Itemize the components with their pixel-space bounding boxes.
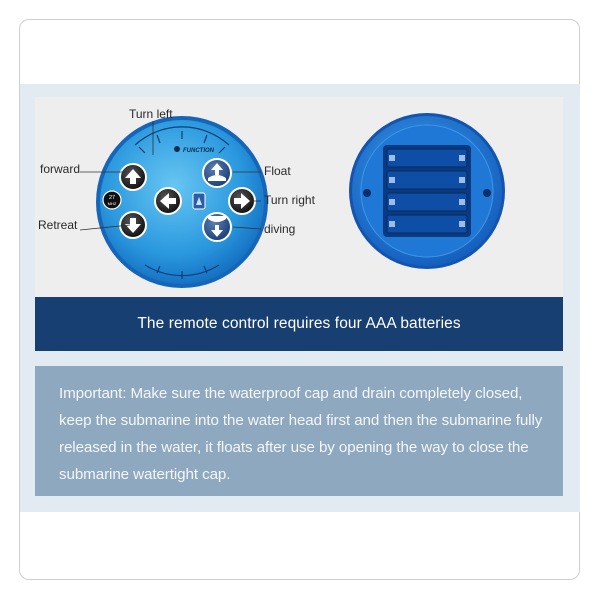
center-indicator: [192, 192, 206, 210]
callout-retreat: Retreat: [38, 218, 78, 232]
down-arrow-icon: [125, 218, 141, 233]
right-arrow-icon: [234, 193, 250, 209]
frequency-unit: MHZ: [108, 201, 117, 206]
float-icon: [208, 163, 226, 181]
left-arrow-icon: [160, 193, 176, 209]
dive-icon: [208, 216, 226, 237]
float-button[interactable]: [202, 158, 232, 188]
callout-diving: diving: [264, 222, 296, 236]
banner-text: The remote control requires four AAA bat…: [137, 315, 461, 332]
turn-left-button[interactable]: [154, 187, 182, 215]
callout-turn-left: Turn left: [129, 107, 173, 121]
battery-requirement-banner: The remote control requires four AAA bat…: [35, 297, 563, 351]
function-icon: [174, 146, 180, 152]
note-text: Important: Make sure the waterproof cap …: [59, 385, 543, 483]
forward-button[interactable]: [119, 163, 147, 191]
callout-turn-right: Turn right: [264, 193, 315, 207]
up-arrow-icon: [125, 169, 141, 184]
diving-button[interactable]: [202, 212, 232, 242]
callout-float: Float: [264, 164, 291, 178]
frequency-value: 27: [109, 195, 115, 201]
battery-compartment: [347, 111, 507, 276]
callout-forward: forward: [40, 162, 81, 176]
function-label: FUNCTION: [183, 148, 215, 154]
remote-control: FUNCTION 27 MHZ: [95, 115, 269, 294]
product-photo-panel: FUNCTION 27 MHZ: [35, 97, 563, 297]
battery-slots: [383, 145, 471, 237]
important-note: Important: Make sure the waterproof cap …: [35, 366, 563, 496]
retreat-button[interactable]: [119, 211, 147, 239]
frequency-badge: 27 MHZ: [102, 190, 122, 210]
callout-lines: [79, 121, 262, 231]
